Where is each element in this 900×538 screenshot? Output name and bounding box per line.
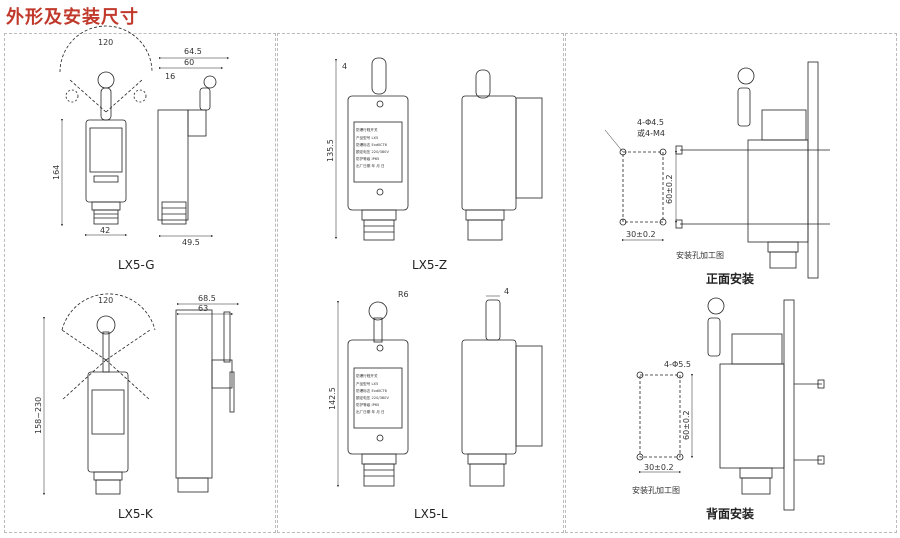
svg-text:出厂日期 年 月 日: 出厂日期 年 月 日: [356, 409, 385, 414]
svg-text:额定电压 220/380V: 额定电压 220/380V: [356, 395, 389, 400]
g-height-dim: 164: [52, 164, 61, 180]
svg-text:防爆行程开关: 防爆行程开关: [356, 127, 378, 132]
z-top-dim: 4: [342, 62, 348, 71]
k-side-total-dim: 68.5: [198, 294, 216, 303]
svg-text:产品型号 LX5: 产品型号 LX5: [356, 135, 378, 140]
g-width-dim: 42: [100, 226, 111, 235]
lx5-g-side-view: [157, 56, 230, 238]
back-vertical-dim: 60±0.2: [682, 410, 691, 440]
l-top-dim: 4: [504, 287, 510, 296]
z-height-dim: 135.5: [326, 139, 335, 162]
back-horizontal-dim: 30±0.2: [644, 463, 674, 472]
model-label-k: LX5-K: [118, 507, 153, 521]
lx5-l-front-view: [336, 300, 409, 488]
front-mount-assembly: [675, 61, 830, 279]
front-vertical-dim: 60±0.2: [665, 174, 674, 204]
panel-right: [565, 33, 897, 533]
lx5-l-side-view: [461, 295, 543, 487]
svg-text:出厂日期 年 月 日: 出厂日期 年 月 日: [356, 163, 385, 168]
svg-text:防爆行程开关: 防爆行程开关: [356, 373, 378, 378]
svg-text:防爆标志 ExdⅡCT6: 防爆标志 ExdⅡCT6: [356, 142, 388, 147]
panel-left: [4, 33, 276, 533]
panel-middle: [277, 33, 564, 533]
g-swing-dim: 120: [98, 38, 114, 47]
front-holes-dim-1: 4-Φ4.5: [637, 118, 664, 127]
l-radius-dim: R6: [398, 290, 409, 299]
g-side-total-dim: 64.5: [184, 47, 202, 56]
g-side-49-dim: 49.5: [182, 238, 200, 247]
front-mount-label: 正面安装: [706, 272, 755, 286]
lx5-z-side-view: [461, 69, 543, 241]
lx5-k-side-view: [175, 302, 240, 493]
page-title: 外形及安装尺寸: [6, 7, 139, 28]
lx5-z-front-view: [334, 57, 409, 241]
back-hole-caption: 安装孔加工图: [632, 486, 680, 495]
back-holes-dim: 4-Φ5.5: [664, 360, 691, 369]
front-mount-hole-pattern: [604, 129, 678, 242]
front-holes-dim-2: 或4-M4: [637, 129, 665, 138]
svg-text:产品型号 LX5: 产品型号 LX5: [356, 381, 378, 386]
k-height-dim: 158~230: [34, 396, 43, 434]
nameplate-z: 防爆行程开关 产品型号 LX5 防爆标志 ExdⅡCT6 额定电压 220/38…: [356, 127, 389, 168]
model-label-g: LX5-G: [118, 258, 155, 272]
front-horizontal-dim: 30±0.2: [626, 230, 656, 239]
front-hole-caption: 安装孔加工图: [676, 251, 724, 260]
svg-text:防爆标志 ExdⅡCT6: 防爆标志 ExdⅡCT6: [356, 388, 388, 393]
k-side-63-dim: 63: [198, 304, 209, 313]
k-swing-dim: 120: [98, 296, 114, 305]
lx5-k-front-view: [42, 293, 156, 496]
svg-text:额定电压 220/380V: 额定电压 220/380V: [356, 149, 389, 154]
l-height-dim: 142.5: [328, 387, 337, 410]
svg-text:防护等级 IP65: 防护等级 IP65: [356, 402, 379, 407]
model-label-z: LX5-Z: [412, 258, 448, 272]
nameplate-l: 防爆行程开关 产品型号 LX5 防爆标志 ExdⅡCT6 额定电压 220/38…: [356, 373, 389, 414]
back-mount-assembly: [707, 297, 825, 511]
back-mount-hole-pattern: [636, 371, 694, 474]
g-side-16-dim: 16: [165, 72, 176, 81]
lx5-g-front-view: [59, 25, 153, 237]
model-label-l: LX5-L: [414, 507, 448, 521]
g-side-60-dim: 60: [184, 58, 195, 67]
back-mount-label: 背面安装: [706, 507, 755, 521]
svg-text:防护等级 IP65: 防护等级 IP65: [356, 156, 379, 161]
